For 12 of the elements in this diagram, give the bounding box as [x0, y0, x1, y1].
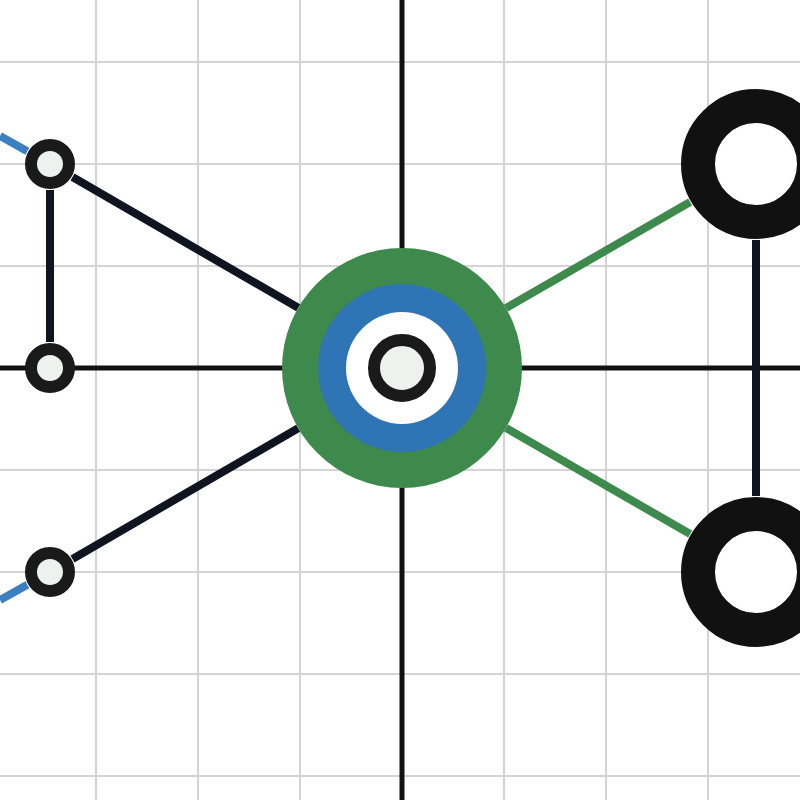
connector-line: [70, 424, 301, 563]
connector-line: [46, 190, 54, 342]
connector-line: [504, 198, 693, 312]
point-circle: [24, 138, 76, 190]
point-circle: [24, 546, 76, 598]
ringed-point: [282, 248, 522, 488]
connector-line: [504, 424, 693, 538]
connector-line: [752, 240, 760, 496]
connector-line: [70, 173, 301, 312]
connector-line: [0, 132, 30, 155]
connector-line: [0, 581, 30, 604]
point-circle: [24, 342, 76, 394]
